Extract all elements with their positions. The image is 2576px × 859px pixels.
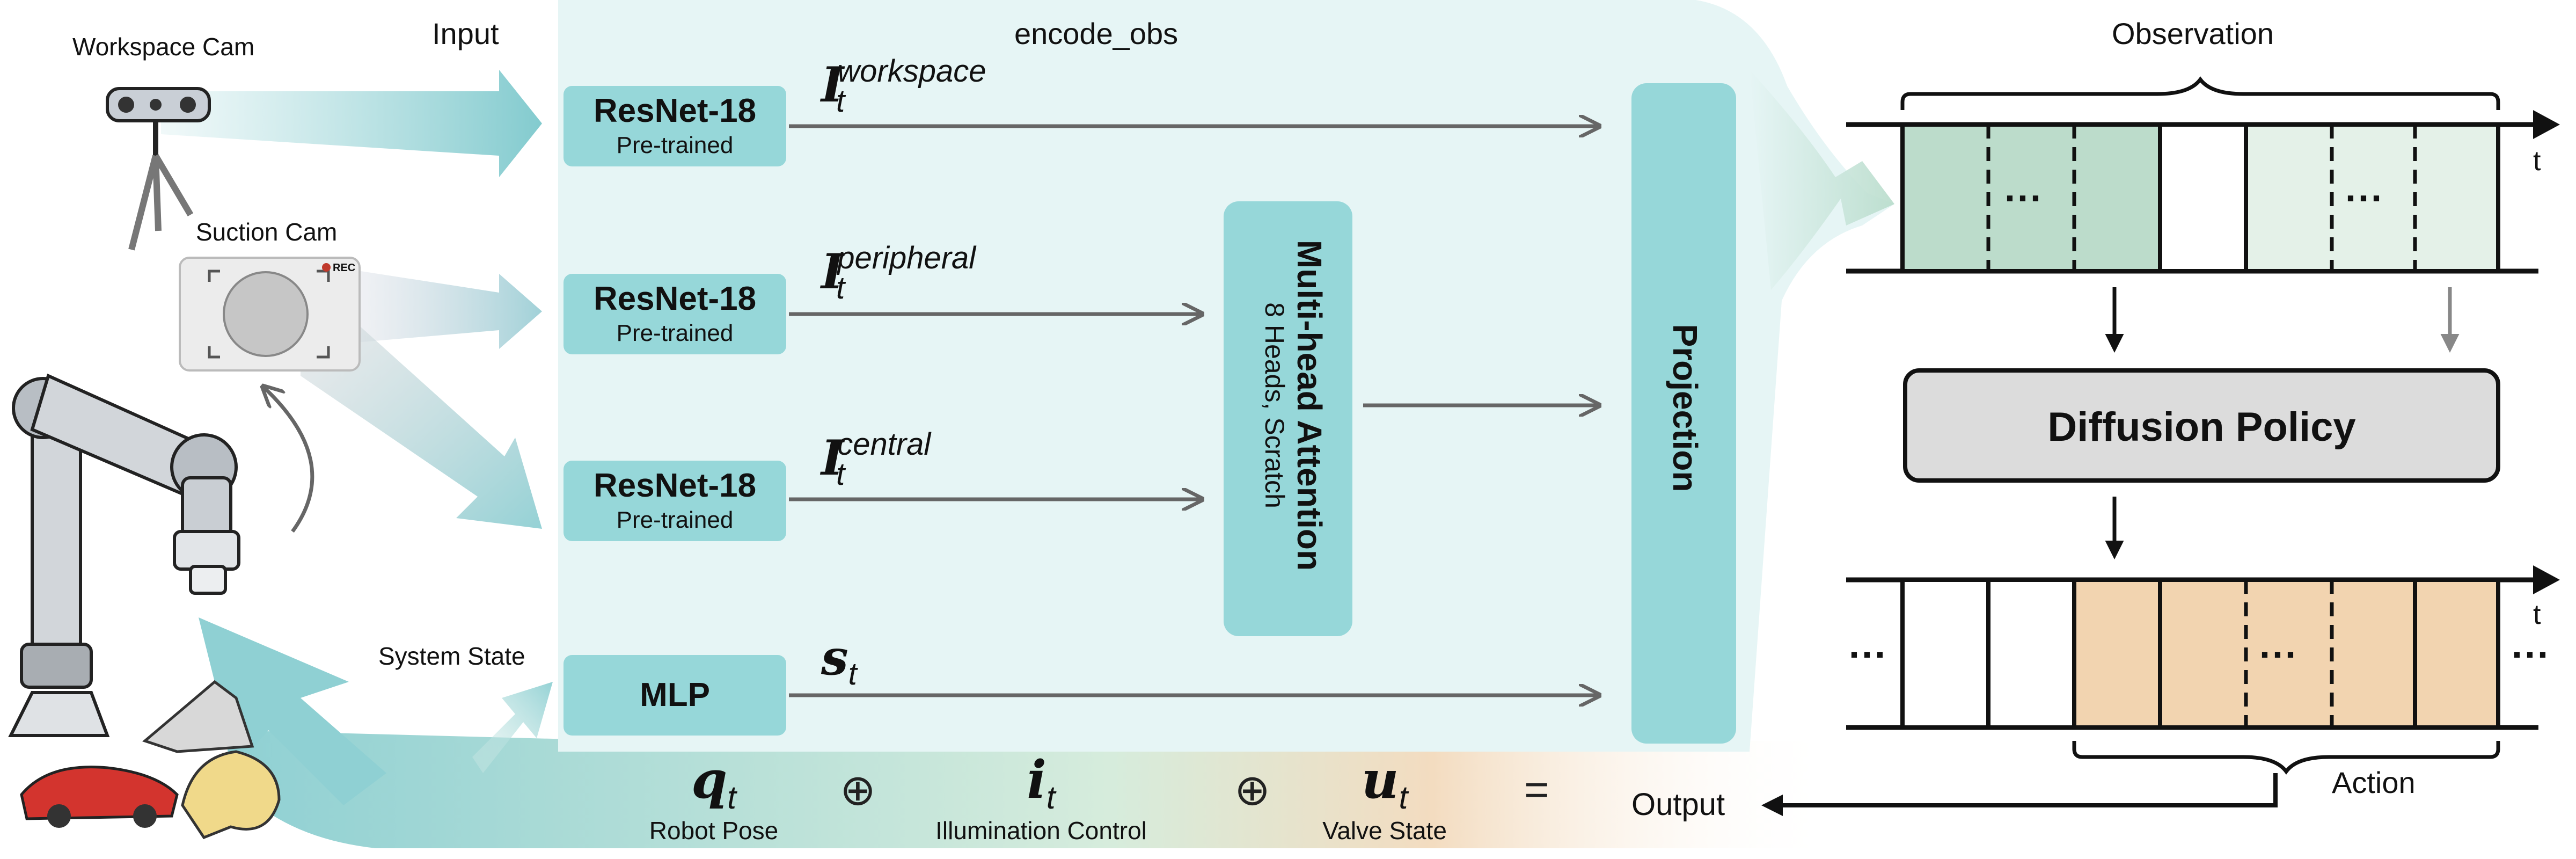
output-term-valve-state: ut Valve State <box>1322 749 1447 845</box>
feature-central: Itcentral <box>821 427 931 492</box>
obs-ellipsis-2: ... <box>2345 167 2384 210</box>
action-brace <box>2072 741 2500 775</box>
encoder-state-mlp: MLP <box>564 655 786 736</box>
diffusion-policy-box <box>1903 368 2500 483</box>
action-ellipsis-left: ... <box>1849 623 1888 666</box>
obs-block-2 <box>2244 122 2500 273</box>
arrow-action-to-output <box>1761 773 2278 816</box>
action-ellipsis-mid: ... <box>2259 623 2299 666</box>
obs-ellipsis-1: ... <box>2004 167 2044 210</box>
projection-block <box>1631 83 1736 744</box>
gripper-to-cam-arrow <box>263 387 314 533</box>
projection-label: Projection <box>1666 324 1704 492</box>
feature-peripheral: Itperipheral <box>821 241 976 305</box>
output-return-arrow <box>199 617 386 805</box>
suction-cam-view-icon <box>179 257 361 372</box>
observation-brace <box>1900 76 2500 110</box>
attention-label: Multi-head Attention 8 Heads, Scratch <box>1259 239 1329 571</box>
input-label: Input <box>432 17 499 50</box>
suction-cam-label: Suction Cam <box>196 218 338 246</box>
action-block-filled <box>2072 578 2500 730</box>
observation-time-label: t <box>2533 145 2541 177</box>
obs-block-gap <box>2158 122 2248 273</box>
robot-arm-icon <box>8 373 240 737</box>
suction-cam-beam-peripheral <box>343 268 542 349</box>
rec-indicator: REC <box>333 262 356 274</box>
encoder-central-resnet: ResNet-18 Pre-trained <box>564 461 786 541</box>
diffusion-policy-label: Diffusion Policy <box>2047 404 2356 450</box>
equals-operator: = <box>1524 766 1549 813</box>
feature-state: st <box>821 629 857 691</box>
output-term-illumination: it Illumination Control <box>935 749 1147 845</box>
output-term-robot-pose: qt Robot Pose <box>649 749 779 845</box>
obs-block-1 <box>1900 122 2162 273</box>
panel-to-observation-arrow <box>1750 70 1894 290</box>
plus-operator-1: ⊕ <box>840 766 876 814</box>
action-label: Action <box>2332 766 2416 799</box>
workspace-cam-label: Workspace Cam <box>72 33 255 61</box>
system-state-beam <box>472 682 553 773</box>
encoder-workspace-resnet: ResNet-18 Pre-trained <box>564 86 786 166</box>
workspace-cam-beam <box>161 70 542 177</box>
suction-cam-beam-central <box>301 311 542 529</box>
objects-icon <box>20 680 281 840</box>
attention-block <box>1224 201 1352 636</box>
action-block-empty-1 <box>1900 578 1990 730</box>
action-time-label: t <box>2533 599 2541 630</box>
encode-obs-label: encode_obs <box>1014 17 1179 50</box>
plus-operator-2: ⊕ <box>1234 766 1271 814</box>
encoder-peripheral-resnet: ResNet-18 Pre-trained <box>564 274 786 354</box>
system-state-label: System State <box>378 642 525 670</box>
feature-workspace: Itworkspace <box>821 54 986 119</box>
action-block-empty-2 <box>1986 578 2076 730</box>
output-band <box>225 730 1835 848</box>
output-label: Output <box>1631 787 1725 822</box>
action-axis-arrowhead <box>2533 565 2560 594</box>
workspace-camera-icon <box>106 87 211 251</box>
action-ellipsis-right: ... <box>2512 623 2551 666</box>
observation-label: Observation <box>2112 17 2274 50</box>
observation-axis-arrowhead <box>2533 110 2560 139</box>
